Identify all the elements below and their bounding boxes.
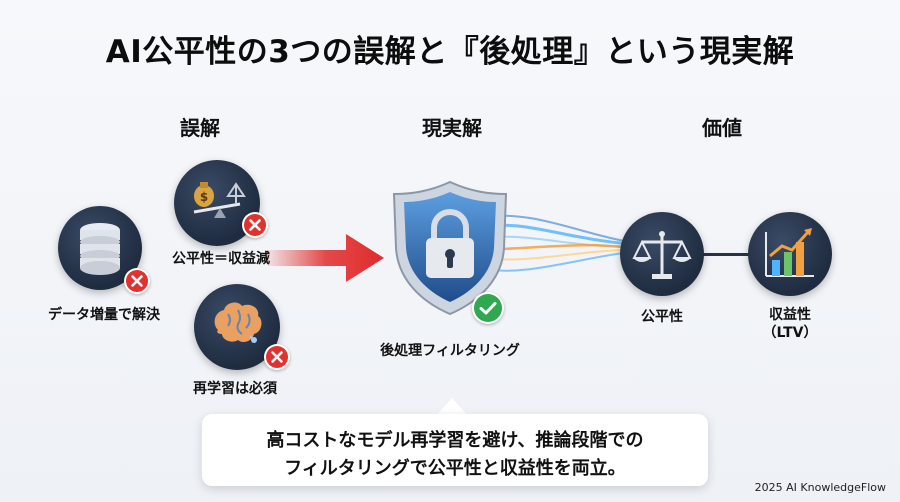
footer-credit: 2025 AI KnowledgeFlow [754,481,886,494]
misconception-label-data: データ増量で解決 [48,307,160,323]
value-fairness-circle [620,212,704,296]
misconception-revenue-circle: $ [174,160,260,246]
balance-scale-icon [632,231,692,279]
misconception-label-retrain: 再学習は必須 [193,381,277,397]
money-bag-scale-icon: $ [193,182,246,218]
error-badge-data [124,268,150,294]
check-badge-solution [472,292,504,324]
solution-label: 後処理フィルタリング [380,343,520,359]
database-icon [80,223,120,275]
value-label-profit: 収益性 （LTV） [740,306,840,342]
callout-line-1: 高コストなモデル再学習を避け、推論段階での [266,430,644,451]
value-connector-line [700,253,750,256]
column-header-value: 価値 [702,116,742,140]
x-mark-icon [244,214,266,236]
x-mark-icon [126,270,148,292]
shield-lock-icon [392,180,508,316]
value-profit-circle [748,212,832,296]
misconception-label-revenue: 公平性＝収益減 [172,251,270,267]
value-label-profit-line1: 収益性 [769,307,811,323]
x-mark-icon [266,346,288,368]
column-header-misconception: 誤解 [180,116,220,140]
callout-line-2: フィルタリングで公平性と収益性を両立。 [284,458,626,479]
column-header-solution: 現実解 [422,116,482,140]
value-label-fairness: 公平性 [641,309,683,325]
brain-circuit-icon [214,302,262,343]
check-mark-icon [474,294,502,322]
callout-pointer [436,398,468,416]
page-title: AI公平性の3つの誤解と『後処理』という現実解 [105,34,795,70]
error-badge-retrain [264,344,290,370]
svg-text:$: $ [200,190,208,204]
red-arrow-icon [268,234,384,282]
summary-callout: 高コストなモデル再学習を避け、推論段階での フィルタリングで公平性と収益性を両立… [202,414,708,486]
error-badge-revenue [242,212,268,238]
value-label-profit-line2: （LTV） [762,325,818,341]
growth-chart-icon [765,228,814,277]
